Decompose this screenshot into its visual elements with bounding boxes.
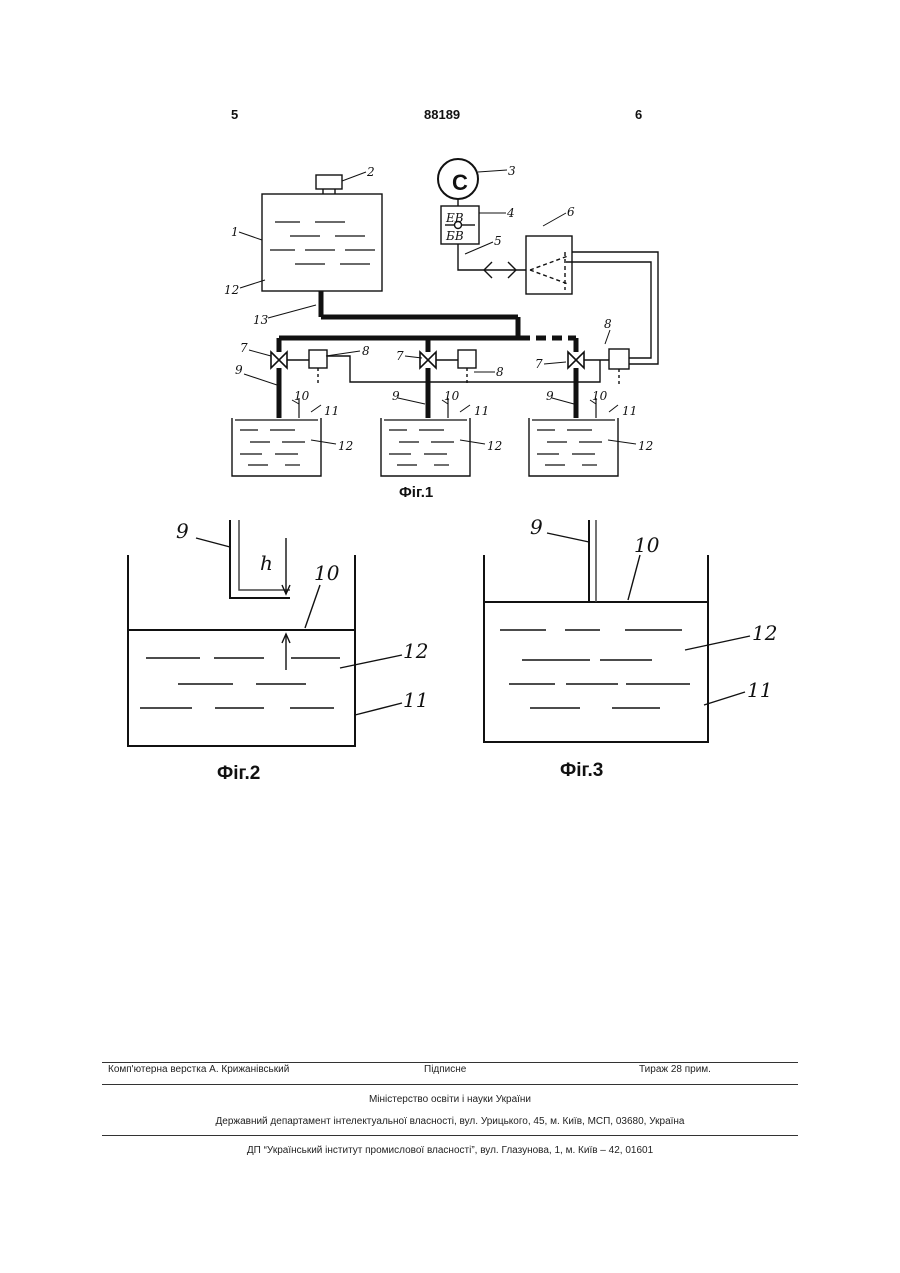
fig1-label: 8 (604, 317, 612, 331)
fig1-label: 4 (506, 206, 515, 220)
fig1-label: 10 (592, 389, 608, 403)
compressor-symbol: C (452, 170, 468, 195)
valve (271, 352, 287, 368)
institute-line: ДП “Український інститут промислової вла… (102, 1145, 798, 1156)
tank-breather (316, 175, 342, 189)
fig1-label: 7 (240, 341, 248, 355)
fig1-label: 8 (496, 365, 504, 379)
fig1-label: 9 (392, 389, 400, 403)
layout-credit: Комп'ютерна верстка А. Крижанівський (108, 1064, 289, 1075)
fig1-label: 13 (253, 313, 269, 327)
valve-label-ev: ЕВ (445, 211, 464, 225)
footer-rule (102, 1084, 798, 1085)
fig1-label: 2 (366, 165, 375, 179)
fig2-label: h (260, 551, 273, 575)
fig1-label: 12 (338, 439, 353, 453)
signed-note: Підписне (424, 1064, 466, 1075)
fig1-caption: Фіг.1 (399, 484, 433, 501)
department-line: Державний департамент інтелектуальної вл… (102, 1116, 798, 1127)
vessel (232, 418, 321, 476)
valve (420, 352, 436, 368)
fig1-label: 7 (396, 349, 404, 363)
fig3-caption: Фіг.3 (560, 760, 603, 781)
valve-label-bv: БВ (445, 229, 464, 243)
fig1-label: 1 (231, 225, 239, 239)
fig1-label: 6 (567, 205, 575, 219)
fig3-label: 11 (747, 678, 772, 702)
fig2-caption: Фіг.2 (217, 763, 260, 784)
fig1-label: 7 (535, 357, 543, 371)
fig1-label: 9 (235, 363, 243, 377)
valve (568, 352, 584, 368)
figure-1 (232, 159, 658, 476)
ministry-line: Міністерство освіти і науки України (102, 1094, 798, 1105)
fig1-label: 5 (494, 234, 502, 248)
vessel (529, 418, 618, 476)
fig2-label: 12 (403, 639, 428, 663)
fig1-label: 12 (638, 439, 653, 453)
valve-actuator (609, 349, 629, 369)
fig1-label: 11 (324, 404, 339, 418)
vessel (381, 418, 470, 476)
pipe-5 (458, 244, 526, 270)
fig1-label: 3 (508, 164, 516, 178)
fig2-label: 11 (403, 688, 428, 712)
valve-actuator (309, 350, 327, 368)
print-run: Тираж 28 прим. (639, 1064, 711, 1075)
fig1-label: 10 (444, 389, 460, 403)
storage-tank (262, 194, 382, 291)
controller (526, 236, 572, 294)
fig1-label: 12 (487, 439, 502, 453)
fig1-label: 8 (362, 344, 370, 358)
fig3-label: 9 (530, 515, 543, 539)
footer-rule (102, 1062, 798, 1063)
fig2-label: 10 (314, 561, 340, 585)
fig1-label: 11 (474, 404, 489, 418)
fig1-label: 12 (224, 283, 239, 297)
fig1-label: 10 (294, 389, 310, 403)
fig1-label: 9 (546, 389, 554, 403)
valve-actuator (458, 350, 476, 368)
footer-rule (102, 1135, 798, 1136)
fig1-label: 11 (622, 404, 637, 418)
figure-3 (484, 520, 750, 742)
fig3-label: 10 (634, 533, 660, 557)
fig3-label: 12 (752, 621, 777, 645)
fig2-label: 9 (176, 519, 189, 543)
